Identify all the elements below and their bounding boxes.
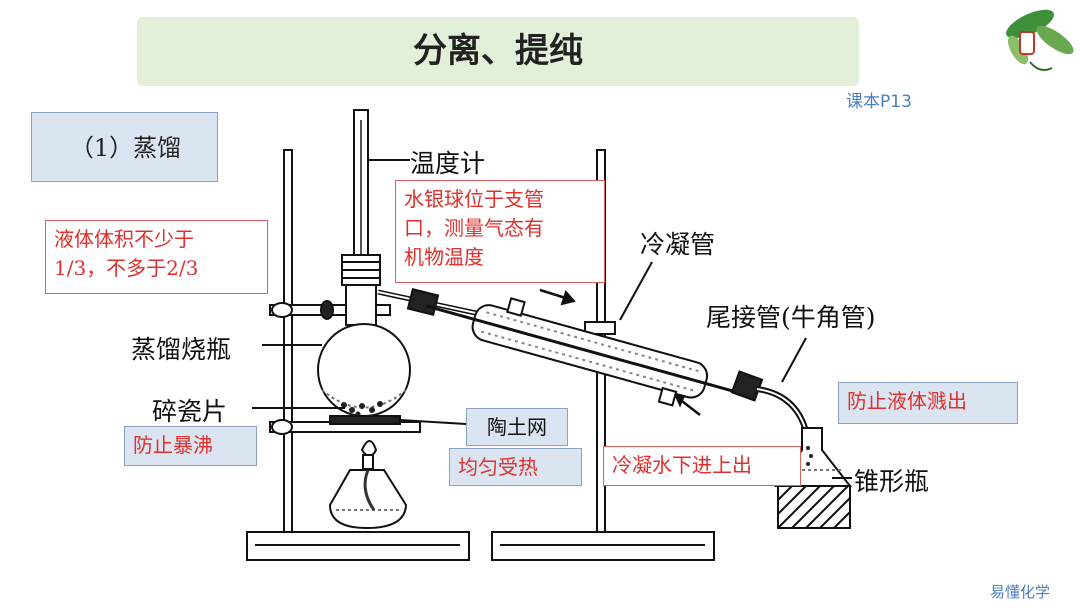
textbook-reference: 课本P13 xyxy=(846,92,912,112)
section-heading: （1）蒸馏 xyxy=(69,134,182,162)
note-prevent-splash: 防止液体溅出 xyxy=(838,382,1018,424)
label-conical-flask: 锥形瓶 xyxy=(854,467,930,496)
section-heading-box: （1）蒸馏 xyxy=(31,112,218,182)
note-prevent-bumping: 防止暴沸 xyxy=(124,426,257,466)
note-even-heating: 均匀受热 xyxy=(449,448,582,486)
title-bar: 分离、提纯 xyxy=(137,17,859,86)
note-liquid-volume-line-2: 1/3，不多于2/3 xyxy=(54,256,199,280)
label-thermometer: 温度计 xyxy=(410,149,486,178)
note-mercury-bulb: 水银球位于支管 口，测量气态有 机物温度 xyxy=(395,180,605,283)
page-title: 分离、提纯 xyxy=(413,31,583,71)
note-mercury-bulb-line-2: 口，测量气态有 xyxy=(404,216,544,240)
note-liquid-volume: 液体体积不少于 1/3，不多于2/3 xyxy=(45,220,268,294)
gauze xyxy=(329,415,401,425)
left-stand-rod xyxy=(283,149,293,533)
note-mercury-bulb-line-1: 水银球位于支管 xyxy=(404,187,544,211)
note-mercury-bulb-line-3: 机物温度 xyxy=(404,245,484,269)
label-adapter: 尾接管(牛角管) xyxy=(706,303,876,332)
note-liquid-volume-line-1: 液体体积不少于 xyxy=(54,227,194,251)
note-cooling-water: 冷凝水下进上出 xyxy=(603,446,801,486)
brand-watermark: 易懂化学 xyxy=(990,583,1051,601)
condenser xyxy=(425,297,755,407)
label-porcelain-chips: 碎瓷片 xyxy=(152,397,228,426)
label-gauze: 陶土网 xyxy=(466,408,568,446)
label-distilling-flask: 蒸馏烧瓶 xyxy=(131,335,232,364)
alcohol-lamp-flame xyxy=(360,440,378,457)
distilling-flask xyxy=(317,323,411,417)
label-condenser: 冷凝管 xyxy=(640,230,716,259)
